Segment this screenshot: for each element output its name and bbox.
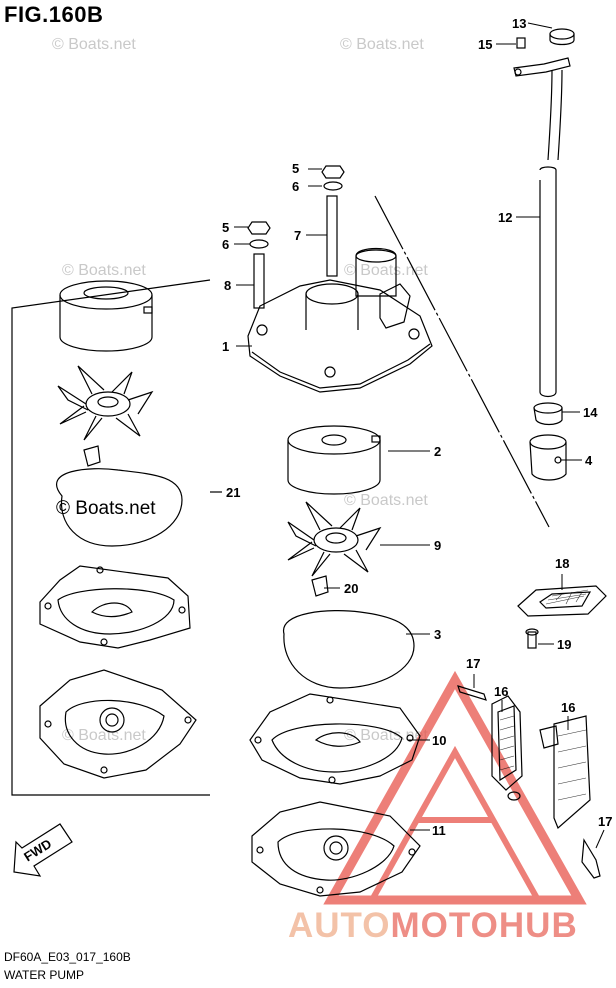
callout-11: 11 [432,823,446,838]
callout-14: 14 [583,405,598,420]
kit-key [83,445,101,467]
key [311,575,329,597]
stud-short [253,253,265,309]
callout-8: 8 [224,278,231,293]
o-ring [283,610,415,689]
nut [247,221,271,235]
grommet [533,402,563,426]
grille [491,695,523,801]
callout-20: 20 [344,581,358,596]
callout-6: 6 [222,237,229,252]
brand-part-1: AUTO [288,906,391,945]
forward-arrow-icon: FWD [13,823,73,877]
brand-logo-text: AUTOMOTOHUB [288,906,578,946]
screw [457,685,487,701]
callout-17: 17 [466,656,480,671]
callout-7: 7 [294,228,301,243]
tube [539,69,563,398]
callout-5: 5 [222,220,229,235]
watermark: © Boats.net [62,262,146,279]
watermark: © Boats.net [52,36,136,53]
callout-10: 10 [432,733,446,748]
watermark: © Boats.net [344,262,428,279]
gasket [249,693,421,785]
impeller-housing [287,425,381,495]
callout-2: 2 [434,444,441,459]
kit-plate [39,669,197,779]
figure-title: FIG.160B [4,2,104,27]
screw [581,838,601,879]
callout-13: 13 [512,16,526,31]
brand-part-2: MOTO [390,906,499,945]
bolt [525,628,539,649]
washer [323,181,343,191]
pump-case [247,247,433,393]
kit-bracket [11,279,211,796]
diagram-code: DF60A_E03_017_160B [4,950,131,964]
cap [549,28,575,46]
nut [321,165,345,179]
callout-16: 16 [494,684,508,699]
callout-4: 4 [585,453,593,468]
logo-triangle [323,670,587,905]
stud-long [326,195,338,277]
callout-1: 1 [222,339,229,354]
watermark-dark: © Boats.net [56,498,156,519]
kit-liner [59,280,153,352]
washer [249,239,269,249]
cover-plate [517,585,607,617]
kit-impeller [57,365,154,441]
callout-19: 19 [557,637,571,652]
impeller [287,501,382,577]
callout-12: 12 [498,210,512,225]
brand-part-3: HUB [498,906,578,945]
callout-5: 5 [292,161,299,176]
watermark: © Boats.net [340,36,424,53]
plate [251,801,421,897]
callout-15: 15 [478,37,492,52]
diagram-caption: WATER PUMP [4,968,84,982]
callout-6: 6 [292,179,299,194]
grille [539,715,591,830]
kit-oring [55,468,183,547]
callout-18: 18 [555,556,569,571]
bracket-clip [513,37,571,77]
callout-21: 21 [226,485,240,500]
callout-3: 3 [434,627,441,642]
kit-gasket [39,565,191,649]
watermark: © Boats.net [62,727,146,744]
callout-17: 17 [598,814,612,829]
callout-16: 16 [561,700,575,715]
watermark: © Boats.net [344,492,428,509]
fitting [529,434,567,481]
callout-9: 9 [434,538,441,553]
